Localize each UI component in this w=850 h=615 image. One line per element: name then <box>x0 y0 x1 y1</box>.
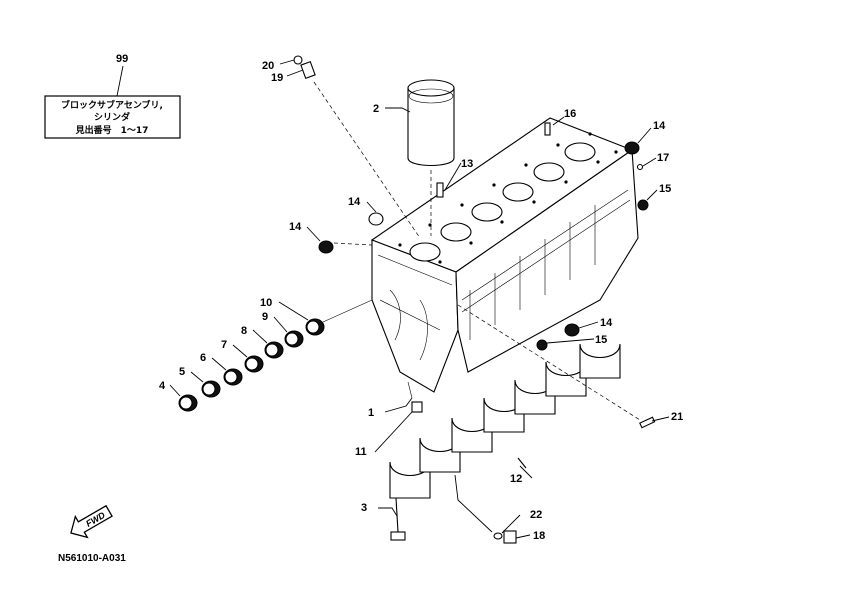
callout-7: 7 <box>221 339 227 351</box>
callout-5: 5 <box>179 366 185 378</box>
callout-15-lower: 15 <box>595 334 607 346</box>
callout-9: 9 <box>262 311 268 323</box>
label-box-line3: 見出番号 1〜17 <box>75 124 149 136</box>
cylinder-liner <box>407 79 455 236</box>
leader-lines <box>169 59 670 539</box>
callout-21: 21 <box>671 411 683 423</box>
callout-14-upper: 14 <box>348 196 361 208</box>
fwd-arrow-icon: FWD <box>70 504 113 539</box>
callout-1: 1 <box>368 407 374 419</box>
cylinder-block <box>370 117 639 393</box>
callout-20: 20 <box>262 60 274 72</box>
callout-14-lower: 14 <box>600 317 613 329</box>
label-box-line2: シリンダ <box>94 111 130 123</box>
callout-17: 17 <box>657 152 669 164</box>
callout-2: 2 <box>373 103 379 115</box>
callout-6: 6 <box>200 352 206 364</box>
callout-14-left: 14 <box>289 221 302 233</box>
callout-10: 10 <box>260 297 272 309</box>
callout-15-right: 15 <box>659 183 671 195</box>
callout-16: 16 <box>564 108 576 120</box>
callout-22: 22 <box>530 509 542 521</box>
callout-18: 18 <box>533 530 545 542</box>
callout-11: 11 <box>355 446 367 458</box>
small-parts <box>293 55 656 544</box>
callout-8: 8 <box>241 325 247 337</box>
cap-bolt <box>390 497 406 541</box>
callout-12: 12 <box>510 473 522 485</box>
callout-numbers: 1 2 3 4 5 6 7 8 9 10 11 12 13 14 14 14 1… <box>159 60 683 542</box>
bearing-rings <box>178 299 373 412</box>
callout-13: 13 <box>461 158 473 170</box>
expansion-plugs <box>318 141 640 337</box>
callout-4: 4 <box>159 380 166 392</box>
assembly-label-box: 99 ブロックサブアセンブリ, シリンダ 見出番号 1〜17 <box>44 53 181 139</box>
diagram-code: N561010-A031 <box>58 553 126 564</box>
callout-19: 19 <box>271 72 283 84</box>
label-box-number: 99 <box>116 53 128 65</box>
cylinder-bores <box>409 142 596 262</box>
bearing-caps <box>389 343 621 499</box>
label-box-line1: ブロックサブアセンブリ, <box>61 99 163 111</box>
callout-14-right: 14 <box>653 120 666 132</box>
callout-3: 3 <box>361 502 367 514</box>
